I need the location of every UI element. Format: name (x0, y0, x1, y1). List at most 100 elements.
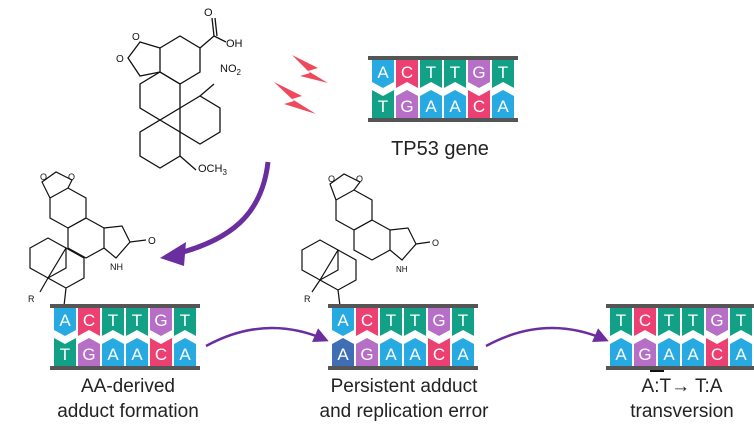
base-letter: T (108, 311, 118, 330)
base-letter: C (433, 345, 445, 364)
base-top-G (706, 308, 728, 336)
base-letter: A (457, 345, 469, 364)
backbone-top (328, 304, 478, 308)
base-top-T (452, 308, 474, 336)
step-arrow-2 (485, 326, 609, 348)
activation-arrowhead (160, 242, 186, 266)
base-letter: A (615, 345, 627, 364)
base-bottom-C (428, 338, 450, 366)
adduct-molecule-1 (29, 171, 147, 307)
backbone-bottom (50, 366, 200, 370)
base-bottom-A (126, 338, 148, 366)
base-letter: G (400, 97, 413, 116)
step2-caption-line1: Persistent adduct (331, 376, 479, 397)
base-letter: G (432, 311, 445, 330)
base-letter: G (638, 345, 651, 364)
base-top-T (380, 308, 402, 336)
base-letter: T (378, 97, 388, 116)
base-letter: A (687, 345, 699, 364)
step3-caption-line2: transversion (630, 401, 734, 422)
base-letter: C (83, 311, 95, 330)
step3-caption-line1: A:T→ T:A (642, 376, 723, 397)
base-bottom-A (332, 338, 354, 366)
dioxole-o1-label: O (132, 32, 140, 43)
backbone-top (50, 304, 200, 308)
base-letter: T (498, 63, 508, 82)
base-letter: A (337, 311, 349, 330)
base-letter: T (616, 311, 626, 330)
adduct-molecule-2 (301, 173, 431, 307)
base-top-T (492, 60, 514, 88)
base-top-T (682, 308, 704, 336)
base-top-T (126, 308, 148, 336)
base-letter: C (473, 97, 485, 116)
adduct2-o1: O (328, 174, 335, 184)
base-letter: A (449, 97, 461, 116)
backbone-bottom (368, 118, 518, 122)
base-letter: C (639, 311, 651, 330)
base-letter: A (735, 345, 747, 364)
base-bottom-C (706, 338, 728, 366)
base-letter: A (337, 345, 349, 364)
base-letter: T (458, 311, 468, 330)
adduct1-nh-label: NH (110, 262, 123, 272)
base-letter: T (132, 311, 142, 330)
base-letter: T (386, 311, 396, 330)
backbone-top (368, 56, 518, 60)
base-letter: T (410, 311, 420, 330)
nitro-label: NO2 (220, 63, 242, 77)
adduct2-carbonyl-o: O (432, 238, 439, 248)
base-top-T (404, 308, 426, 336)
backbone-bottom (328, 366, 478, 370)
base-letter: A (179, 345, 191, 364)
base-bottom-T (372, 90, 394, 118)
base-bottom-A (444, 90, 466, 118)
step1-caption-line2: adduct formation (57, 401, 199, 422)
base-letter: A (425, 97, 437, 116)
adduct2-r-label: R (304, 294, 311, 304)
step2-caption-line2: and replication error (320, 401, 490, 422)
base-bottom-A (420, 90, 442, 118)
base-letter: A (59, 311, 71, 330)
base-bottom-G (634, 338, 656, 366)
aristolochic-acid-molecule (127, 17, 227, 171)
base-letter: A (385, 345, 397, 364)
adduct2-o2: O (356, 174, 363, 184)
base-top-C (634, 308, 656, 336)
base-bottom-A (658, 338, 680, 366)
backbone-bottom (606, 366, 754, 370)
base-letter: C (361, 311, 373, 330)
methoxy-label: OCH3 (198, 163, 227, 177)
base-letter: T (180, 311, 190, 330)
base-bottom-A (610, 338, 632, 366)
base-top-T (420, 60, 442, 88)
base-letter: A (409, 345, 421, 364)
base-letter: T (60, 345, 70, 364)
dioxole-o2-label: O (116, 54, 124, 65)
base-bottom-A (380, 338, 402, 366)
tp53-gene-label: TP53 gene (391, 138, 489, 160)
base-bottom-A (102, 338, 124, 366)
base-bottom-A (730, 338, 752, 366)
base-bottom-G (396, 90, 418, 118)
acid-oh-label: OH (226, 38, 243, 50)
base-letter: T (450, 63, 460, 82)
base-top-C (356, 308, 378, 336)
backbone-top (606, 304, 754, 308)
base-top-T (658, 308, 680, 336)
step-arrow-1 (205, 326, 329, 348)
base-bottom-C (150, 338, 172, 366)
base-bottom-C (468, 90, 490, 118)
base-top-A (54, 308, 76, 336)
base-letter: T (664, 311, 674, 330)
base-bottom-T (54, 338, 76, 366)
step1-caption-line1: AA-derived (81, 376, 175, 397)
base-letter: A (107, 345, 119, 364)
base-letter: C (401, 63, 413, 82)
adduct1-carbonyl-o: O (148, 236, 156, 247)
base-top-G (428, 308, 450, 336)
